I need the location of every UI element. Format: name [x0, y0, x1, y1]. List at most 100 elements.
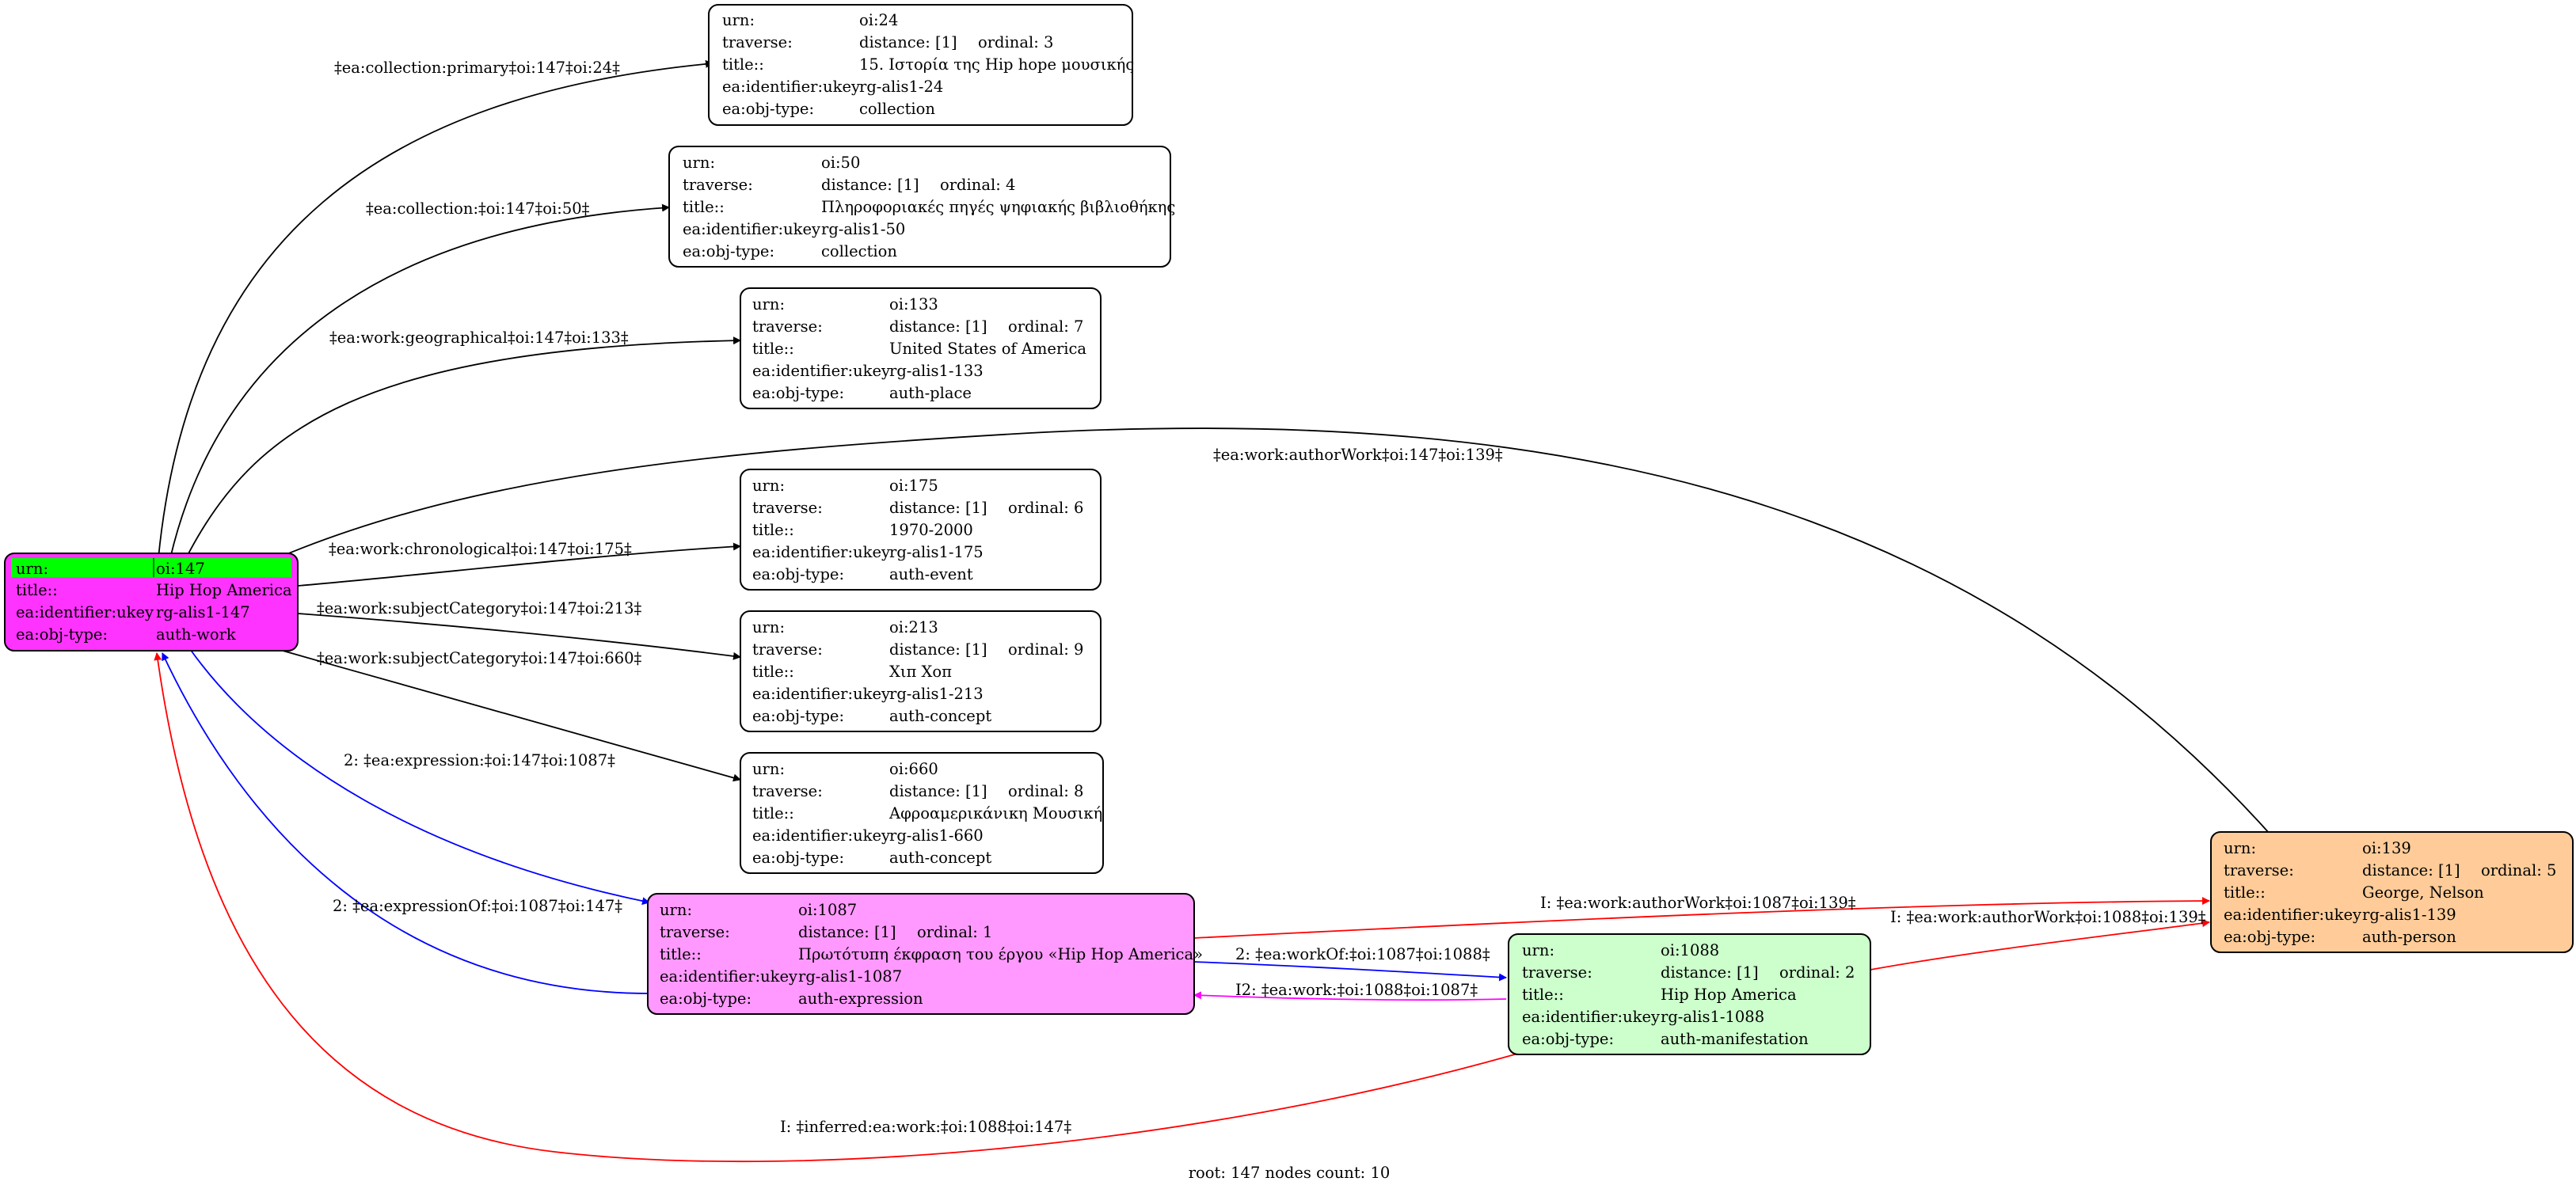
node-value: distance: [1] — [889, 782, 987, 800]
node-value: rg-alis1-175 — [889, 543, 984, 561]
node-key: ea:obj-type: — [683, 242, 774, 260]
node-key: ea:identifier:ukey — [752, 685, 890, 703]
node-value: auth-concept — [889, 849, 991, 867]
node-key: ea:identifier:ukey — [1522, 1008, 1660, 1026]
node-key: ea:obj-type: — [16, 625, 108, 644]
edge-collection-primary — [158, 59, 713, 559]
node-value: distance: [1] — [859, 33, 957, 51]
node-value: auth-person — [2362, 928, 2456, 946]
node-key: urn: — [660, 901, 692, 919]
node-key: traverse: — [660, 923, 730, 941]
node-value: auth-expression — [798, 990, 923, 1008]
node-key: ea:obj-type: — [752, 565, 844, 583]
node-key: title:: — [752, 340, 794, 358]
node-key: urn: — [752, 477, 785, 495]
node-value: rg-alis1-660 — [889, 826, 984, 845]
node-oi-147[interactable]: urn: oi:147 title:: Hip Hop America ea:i… — [4, 553, 299, 651]
node-value: auth-event — [889, 565, 973, 583]
node-value: oi:175 — [889, 477, 938, 495]
node-value: auth-place — [889, 384, 972, 402]
node-value: oi:139 — [2362, 839, 2411, 857]
node-value: Αφροαμερικάνικη Μουσική — [888, 804, 1102, 822]
edge-label-work-of: 2: ‡ea:workOf:‡oi:1087‡oi:1088‡ — [1235, 945, 1490, 963]
node-key: traverse: — [1522, 963, 1592, 982]
node-value: distance: [1] — [889, 640, 987, 659]
node-key: traverse: — [722, 33, 793, 51]
node-key: title:: — [660, 945, 702, 963]
node-value: distance: [1] — [889, 499, 987, 517]
node-key: title:: — [752, 804, 794, 822]
node-key: urn: — [16, 560, 48, 578]
node-oi-24[interactable]: urn: oi:24 traverse: distance: [1] ordin… — [708, 4, 1134, 126]
node-key: ea:obj-type: — [722, 100, 814, 118]
node-value: auth-concept — [889, 707, 991, 725]
node-value: Χιπ Χοπ — [889, 663, 952, 681]
node-value: rg-alis1-50 — [821, 220, 905, 238]
node-box — [740, 469, 1102, 591]
node-value: distance: [1] — [2362, 861, 2460, 879]
node-oi-175[interactable]: urn: oi:175 traverse: distance: [1] ordi… — [740, 469, 1102, 591]
node-box — [668, 146, 1171, 268]
node-box — [4, 553, 299, 651]
node-oi-139[interactable]: urn: oi:139 traverse: distance: [1] ordi… — [2210, 831, 2574, 953]
node-value: oi:147 — [156, 560, 205, 578]
node-value: rg-alis1-147 — [156, 603, 250, 621]
node-key: urn: — [1522, 941, 1554, 959]
node-value: United States of America — [889, 340, 1086, 358]
node-box — [647, 893, 1195, 1015]
node-key: urn: — [722, 11, 755, 29]
edge-author-work-147 — [276, 427, 2277, 842]
edge-inferred-work — [154, 652, 1521, 1163]
node-key: ea:obj-type: — [752, 849, 844, 867]
node-value: rg-alis1-24 — [859, 78, 943, 96]
node-oi-1088[interactable]: urn: oi:1088 traverse: distance: [1] ord… — [1508, 933, 1871, 1055]
node-box — [708, 4, 1133, 126]
edges-layer — [154, 59, 2277, 1163]
node-box — [2210, 831, 2574, 953]
node-key: traverse: — [752, 317, 823, 336]
node-value: oi:133 — [889, 295, 938, 313]
node-oi-50[interactable]: urn: oi:50 traverse: distance: [1] ordin… — [668, 146, 1175, 268]
node-key: title:: — [2224, 883, 2266, 902]
edge-label-author-work-1088: I: ‡ea:work:authorWork‡oi:1088‡oi:139‡ — [1890, 908, 2206, 926]
node-key: title:: — [752, 663, 794, 681]
edge-label-expression-of: 2: ‡ea:expressionOf:‡oi:1087‡oi:147‡ — [333, 897, 622, 915]
node-extra: ordinal: 4 — [940, 176, 1015, 194]
node-key: ea:obj-type: — [752, 707, 844, 725]
node-key: traverse: — [2224, 861, 2294, 879]
node-value: George, Nelson — [2362, 883, 2484, 902]
node-key: ea:obj-type: — [660, 990, 751, 1008]
node-key: title:: — [16, 581, 58, 599]
node-value: Πρωτότυπη έκφραση του έργου «Hip Hop Ame… — [798, 945, 1203, 963]
node-value: 15. Ιστορία της Hip hope μουσικής — [859, 55, 1134, 74]
node-key: ea:identifier:ukey — [752, 543, 890, 561]
edge-expression — [189, 648, 650, 906]
edge-author-work-1088 — [1870, 919, 2210, 971]
edge-label-author-work-1087: I: ‡ea:work:authorWork‡oi:1087‡oi:139‡ — [1540, 894, 1856, 912]
node-extra: ordinal: 8 — [1008, 782, 1083, 800]
node-key: urn: — [752, 760, 785, 778]
node-extra: ordinal: 2 — [1779, 963, 1855, 982]
node-oi-660[interactable]: urn: oi:660 traverse: distance: [1] ordi… — [740, 752, 1104, 874]
node-value: collection — [821, 242, 897, 260]
node-oi-213[interactable]: urn: oi:213 traverse: distance: [1] ordi… — [740, 610, 1102, 732]
node-value: Hip Hop America — [156, 581, 292, 599]
node-key: ea:identifier:ukey — [752, 362, 890, 380]
node-key: ea:identifier:ukey — [16, 603, 154, 621]
edge-label-geographical: ‡ea:work:geographical‡oi:147‡oi:133‡ — [329, 329, 629, 347]
node-value: rg-alis1-133 — [889, 362, 984, 380]
node-oi-1087[interactable]: urn: oi:1087 traverse: distance: [1] ord… — [647, 893, 1203, 1015]
node-key: ea:identifier:ukey — [722, 78, 860, 96]
node-value: rg-alis1-1087 — [798, 967, 902, 986]
edge-subject-660 — [276, 648, 741, 782]
node-extra: ordinal: 7 — [1008, 317, 1083, 336]
node-box — [740, 752, 1104, 874]
node-value: distance: [1] — [1661, 963, 1759, 982]
node-key: title:: — [722, 55, 764, 74]
node-key: ea:obj-type: — [1522, 1030, 1614, 1048]
node-key: ea:obj-type: — [752, 384, 844, 402]
node-header-highlight — [11, 558, 291, 577]
node-oi-133[interactable]: urn: oi:133 traverse: distance: [1] ordi… — [740, 287, 1102, 409]
node-key: title:: — [1522, 986, 1564, 1004]
